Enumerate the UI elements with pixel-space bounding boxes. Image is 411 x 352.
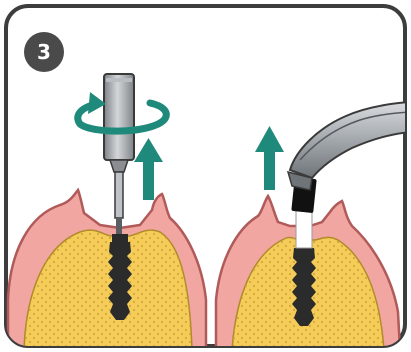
- step-badge: 3: [24, 32, 64, 72]
- step-number: 3: [37, 40, 51, 64]
- transfer-post: [296, 210, 312, 248]
